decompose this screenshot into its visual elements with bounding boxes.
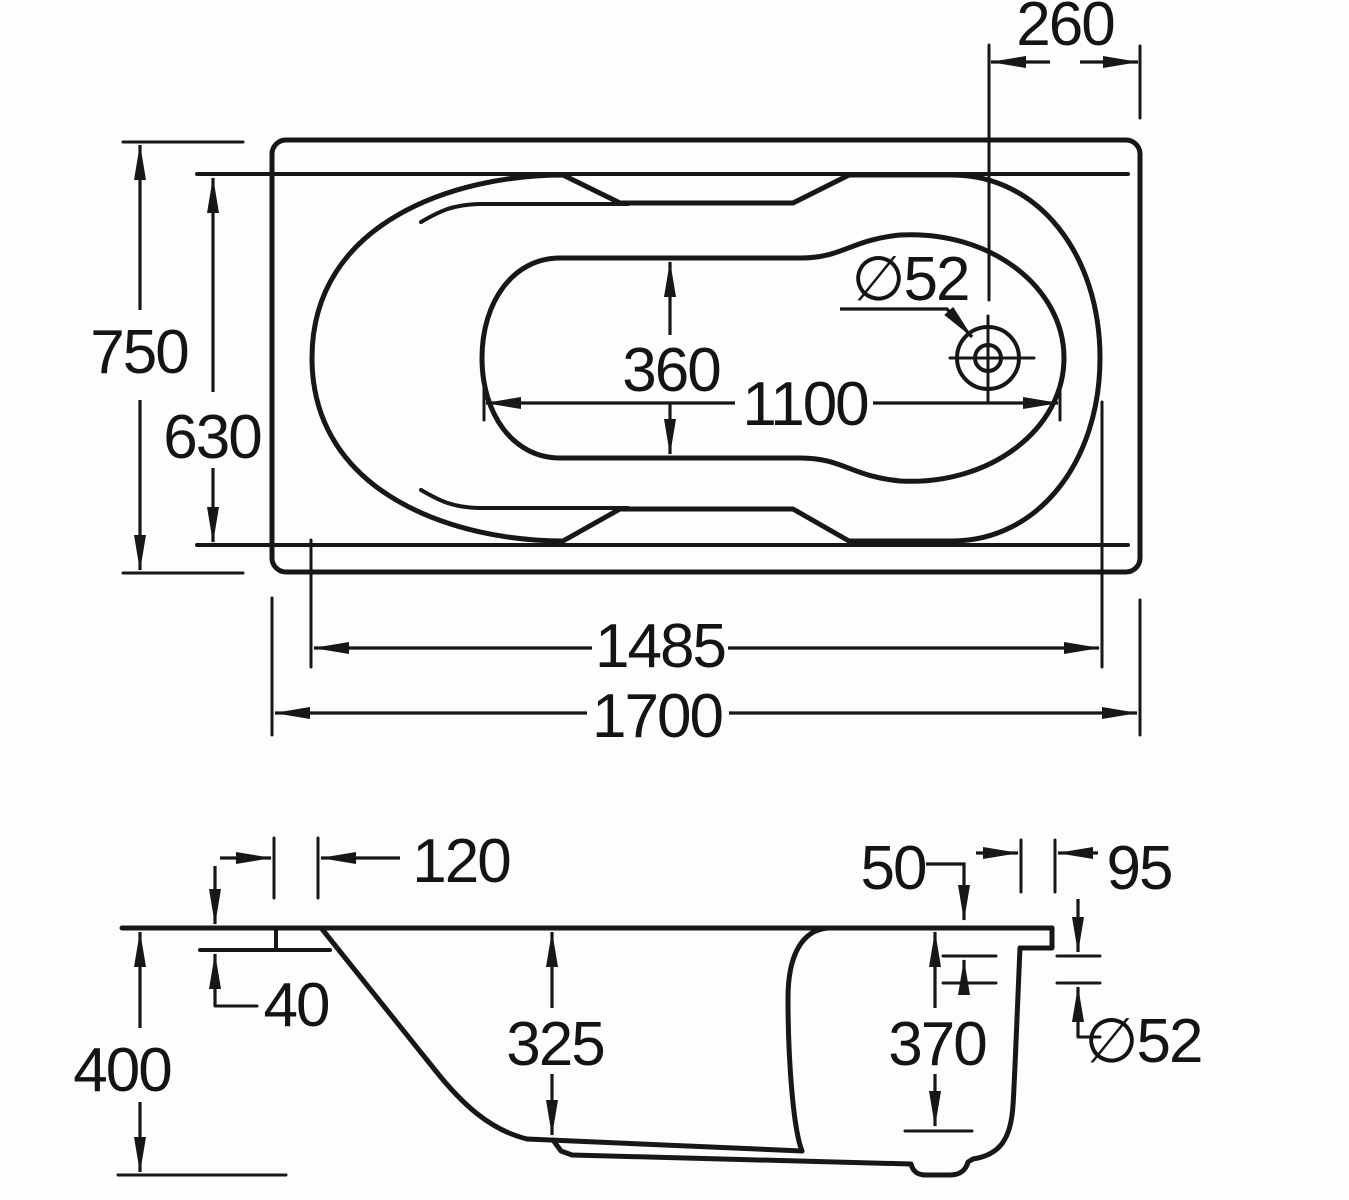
dim-260: 260 (987, 0, 1142, 302)
dim-95: 95 (976, 834, 1173, 903)
tub-rim-outline (269, 137, 1143, 575)
dim-95-label: 95 (1107, 834, 1172, 903)
dim-325-label: 325 (506, 1010, 603, 1079)
dim-dia52-top: ∅52 (840, 245, 974, 339)
dim-50-label: 50 (861, 834, 926, 903)
exterior-bottom-line (550, 1137, 976, 1178)
dim-120-label: 120 (412, 827, 510, 896)
dim-370-label: 370 (888, 1010, 986, 1079)
dim-630: 630 (163, 177, 263, 543)
rim-notch (1017, 925, 1055, 951)
tub-bowl-outline (309, 172, 1103, 544)
dim-325: 325 (506, 931, 606, 1136)
dim-dia52-top-label: ∅52 (852, 245, 969, 314)
dim-370: 370 (888, 931, 988, 1133)
dim-1700: 1700 (270, 596, 1142, 751)
side-view: 120 40 400 325 370 (73, 827, 1203, 1178)
dim-750: 750 (90, 140, 245, 575)
dim-120: 120 (220, 827, 512, 900)
dim-1485-label: 1485 (595, 612, 725, 681)
interior-floor-line (524, 1136, 805, 1154)
outer-end-wall-line (970, 945, 1023, 1162)
interior-slope-line (319, 926, 530, 1142)
dim-dia52-side: ∅52 (1055, 899, 1203, 1076)
dim-dia52-side-label: ∅52 (1085, 1007, 1202, 1076)
dim-400-label: 400 (73, 1036, 171, 1105)
dim-360-label: 360 (622, 336, 720, 405)
dim-400: 400 (73, 931, 288, 1177)
dim-1100: 1100 (482, 370, 1062, 439)
tub-floor-outline (479, 232, 1067, 484)
dim-750-label: 750 (90, 318, 188, 387)
interior-end-wall-line (785, 925, 831, 1154)
dim-40-label: 40 (264, 971, 329, 1040)
dim-1485: 1485 (309, 400, 1104, 681)
dim-50: 50 (861, 834, 998, 995)
dim-1700-label: 1700 (592, 682, 722, 751)
dim-360: 360 (622, 261, 722, 455)
dim-630-label: 630 (163, 403, 261, 472)
armrest-curve-bottom (419, 488, 630, 510)
dim-1100-label: 1100 (742, 370, 868, 439)
dim-260-label: 260 (1016, 0, 1114, 59)
dim-40: 40 (209, 866, 331, 1040)
armrest-curve-top (419, 202, 630, 224)
top-view: 260 750 630 360 1100 (90, 0, 1143, 751)
drain-icon (948, 314, 1036, 404)
